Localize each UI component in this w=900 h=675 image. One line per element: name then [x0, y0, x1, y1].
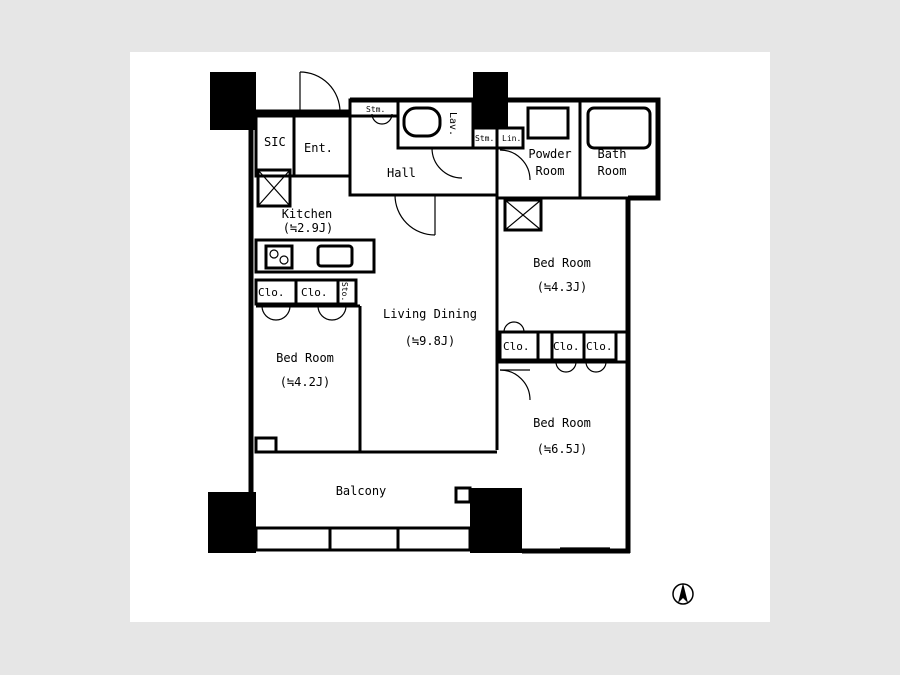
- room-label-bed-room-3: Bed Room: [533, 416, 591, 430]
- room-size-living-dining: (≒9.8J): [404, 334, 456, 348]
- storage-label-sto: Sto.: [340, 282, 349, 302]
- closet-label-2: Clo.: [301, 286, 328, 299]
- storage-label-stm-2: Stm.: [475, 134, 495, 143]
- room-label-living-dining: Living Dining: [383, 307, 477, 321]
- closet-label-4: Clo.: [553, 340, 580, 353]
- storage-label-stm-1: Stm.: [366, 105, 386, 114]
- room-label-bed-room-2: Bed Room: [533, 256, 591, 270]
- column-top-left: [210, 72, 256, 130]
- closet-label-3: Clo.: [503, 340, 530, 353]
- room-label-kitchen: Kitchen: [281, 207, 333, 221]
- room-label-hall: Hall: [387, 166, 416, 180]
- room-size-bed-room-1: (≒4.2J): [279, 375, 331, 389]
- room-label-powder-room: Powder Room: [528, 147, 572, 178]
- inner-walls: [254, 98, 652, 552]
- door-swings: [257, 71, 610, 549]
- room-label-bath-room: Bath Room: [597, 147, 627, 178]
- room-size-bed-room-2: (≒4.3J): [536, 280, 588, 294]
- north-arrow-icon: [672, 583, 694, 605]
- column-top-middle: [473, 72, 508, 127]
- column-bottom-right: [470, 488, 522, 553]
- storage-label-lin: Lin.: [502, 134, 522, 143]
- closet-label-1: Clo.: [258, 286, 285, 299]
- floor-plan-sheet: SIC Ent. Hall Kitchen (≒2.9J) Living Din…: [130, 52, 770, 622]
- room-label-balcony: Balcony: [335, 484, 387, 498]
- room-label-sic: SIC: [264, 135, 286, 149]
- room-label-ent: Ent.: [304, 141, 333, 155]
- room-size-kitchen: (≒2.9J): [282, 221, 334, 235]
- storage-label-lav: Lav.: [447, 112, 458, 137]
- closet-label-5: Clo.: [586, 340, 613, 353]
- room-label-bed-room-1: Bed Room: [276, 351, 334, 365]
- room-size-bed-room-3: (≒6.5J): [536, 442, 588, 456]
- column-bottom-left: [208, 492, 256, 553]
